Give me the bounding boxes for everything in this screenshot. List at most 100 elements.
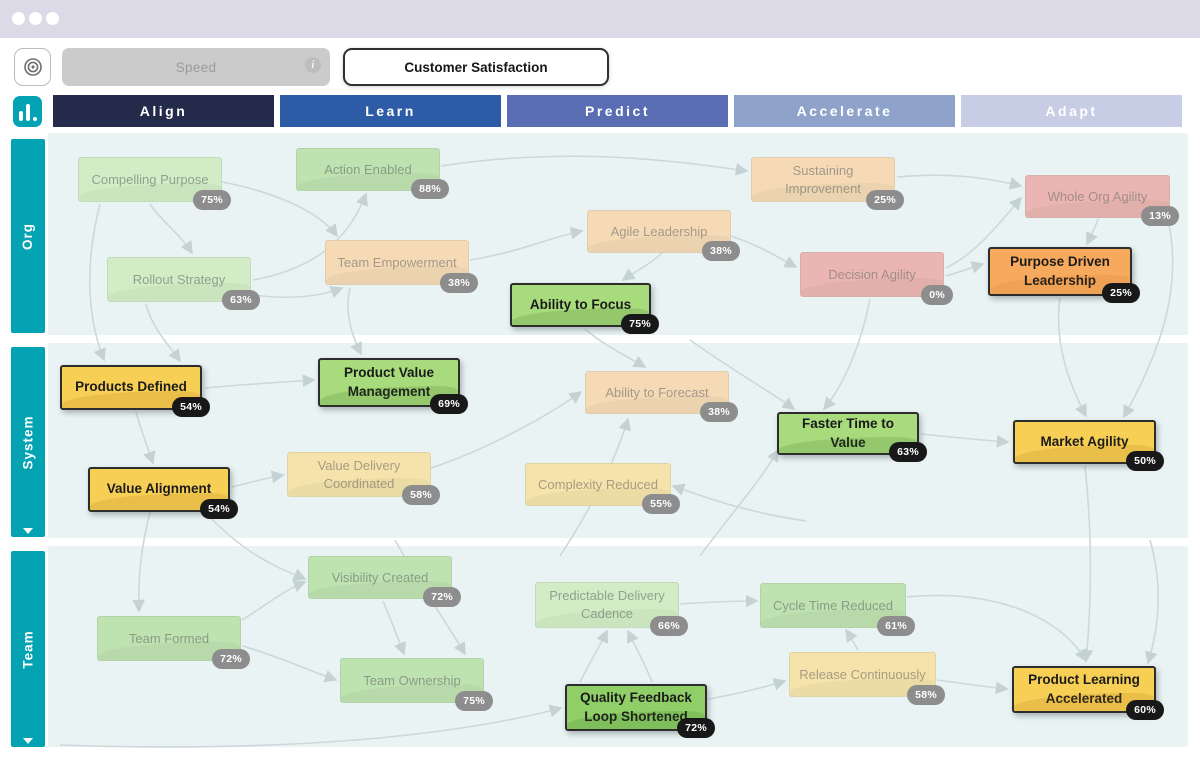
card-complexity-reduced[interactable]: Complexity Reduced 55% [525,463,680,514]
card-faster-time-to-value[interactable]: Faster Time to Value 63% [777,412,927,462]
card-label: Product Value Management [343,365,435,399]
card-label: Complexity Reduced [538,476,658,492]
window-dot[interactable] [46,12,59,25]
card-label: Sustaining Improvement [785,162,861,196]
progress-badge: 63% [222,289,260,310]
card-release-continuously[interactable]: Release Continuously 58% [789,652,945,705]
tab-speed-label: Speed [175,59,217,75]
progress-badge: 0% [921,284,953,305]
progress-badge: 72% [212,648,250,669]
card-predictable-delivery-cadence[interactable]: Predictable Delivery Cadence 66% [535,582,688,636]
collapse-caret-icon[interactable] [23,528,33,534]
card-compelling-purpose[interactable]: Compelling Purpose 75% [78,157,231,210]
progress-badge: 61% [877,615,915,636]
card-label: Action Enabled [324,161,412,177]
progress-badge: 54% [200,498,238,519]
window-dot[interactable] [29,12,42,25]
card-team-formed[interactable]: Team Formed 72% [97,616,250,669]
card-label: Faster Time to Value [801,416,895,450]
card-label: Whole Org Agility [1047,188,1148,204]
card-label: Decision Agility [828,266,916,282]
card-label: Products Defined [75,379,187,395]
window-dot[interactable] [12,12,25,25]
card-team-ownership[interactable]: Team Ownership 75% [340,658,493,711]
progress-badge: 54% [172,396,210,417]
collapse-caret-icon[interactable] [23,738,33,744]
column-header-accelerate[interactable]: Accelerate [734,95,955,127]
progress-badge: 72% [677,717,715,738]
row-label-team[interactable]: Team [11,551,45,747]
progress-badge: 88% [411,178,449,199]
card-label: Ability to Focus [529,296,632,312]
card-product-learning-accelerated[interactable]: Product Learning Accelerated 60% [1012,666,1164,720]
card-label: Team Formed [128,630,210,646]
card-label: Predictable Delivery Cadence [549,588,665,621]
card-products-defined[interactable]: Products Defined 54% [60,365,210,417]
column-header-learn[interactable]: Learn [280,95,501,127]
card-market-agility[interactable]: Market Agility 50% [1013,420,1164,471]
card-agile-leadership[interactable]: Agile Leadership 38% [587,210,740,261]
progress-badge: 38% [440,272,478,293]
column-header-predict[interactable]: Predict [507,95,728,127]
card-sustaining-improvement[interactable]: Sustaining Improvement 25% [751,157,904,210]
card-rollout-strategy[interactable]: Rollout Strategy 63% [107,257,260,310]
card-label: Value Delivery Coordinated [317,457,401,491]
progress-badge: 75% [193,189,231,210]
card-label: Value Alignment [106,481,212,497]
target-icon [23,58,42,76]
card-cycle-time-reduced[interactable]: Cycle Time Reduced 61% [760,583,915,636]
card-label: Cycle Time Reduced [773,597,893,613]
progress-badge: 75% [621,313,659,334]
column-header-align[interactable]: Align [53,95,274,127]
card-label: Team Empowerment [337,254,457,270]
card-decision-agility[interactable]: Decision Agility 0% [800,252,953,305]
progress-badge: 69% [430,393,468,414]
card-label: Purpose Driven Leadership [1010,254,1110,288]
target-button[interactable] [14,48,51,86]
card-label: Quality Feedback Loop Shortened [580,690,692,724]
card-label: Rollout Strategy [132,271,226,287]
card-visibility-created[interactable]: Visibility Created 72% [308,556,461,607]
card-label: Market Agility [1040,433,1129,449]
progress-badge: 58% [907,684,945,705]
card-value-delivery-coordinated[interactable]: Value Delivery Coordinated 58% [287,452,440,505]
row-label-org[interactable]: Org [11,139,45,333]
column-header-adapt[interactable]: Adapt [961,95,1182,127]
card-ability-to-focus[interactable]: Ability to Focus 75% [510,283,659,334]
card-action-enabled[interactable]: Action Enabled 88% [296,148,449,199]
card-label: Agile Leadership [610,223,708,239]
tab-speed[interactable]: Speed i [62,48,330,86]
progress-badge: 50% [1126,450,1164,471]
progress-badge: 38% [702,240,740,261]
tab-customer-satisfaction-label: Customer Satisfaction [404,59,548,75]
card-purpose-driven-leadership[interactable]: Purpose Driven Leadership 25% [988,247,1140,303]
card-ability-to-forecast[interactable]: Ability to Forecast 38% [585,371,738,422]
progress-badge: 55% [642,493,680,514]
tab-customer-satisfaction[interactable]: Customer Satisfaction [343,48,609,86]
card-label: Product Learning Accelerated [1028,672,1140,706]
info-icon[interactable]: i [305,57,321,73]
card-quality-feedback-loop-shortened[interactable]: Quality Feedback Loop Shortened 72% [565,684,715,738]
progress-badge: 72% [423,586,461,607]
card-product-value-management[interactable]: Product Value Management 69% [318,358,468,414]
card-label: Release Continuously [799,666,926,682]
progress-badge: 75% [455,690,493,711]
progress-badge: 25% [1102,282,1140,303]
progress-badge: 25% [866,189,904,210]
card-label: Compelling Purpose [91,171,209,187]
browser-top-bar [0,0,1200,38]
progress-badge: 13% [1141,205,1179,226]
progress-badge: 63% [889,441,927,462]
card-value-alignment[interactable]: Value Alignment 54% [88,467,238,519]
progress-badge: 38% [700,401,738,422]
progress-badge: 66% [650,615,688,636]
bar-chart-icon [18,111,23,121]
row-label-system[interactable]: System [11,347,45,537]
progress-badge: 60% [1126,699,1164,720]
card-label: Team Ownership [363,672,461,688]
card-team-empowerment[interactable]: Team Empowerment 38% [325,240,478,293]
bar-chart-button[interactable] [13,96,42,127]
card-whole-org-agility[interactable]: Whole Org Agility 13% [1025,175,1179,226]
progress-badge: 58% [402,484,440,505]
card-label: Ability to Forecast [605,384,709,400]
